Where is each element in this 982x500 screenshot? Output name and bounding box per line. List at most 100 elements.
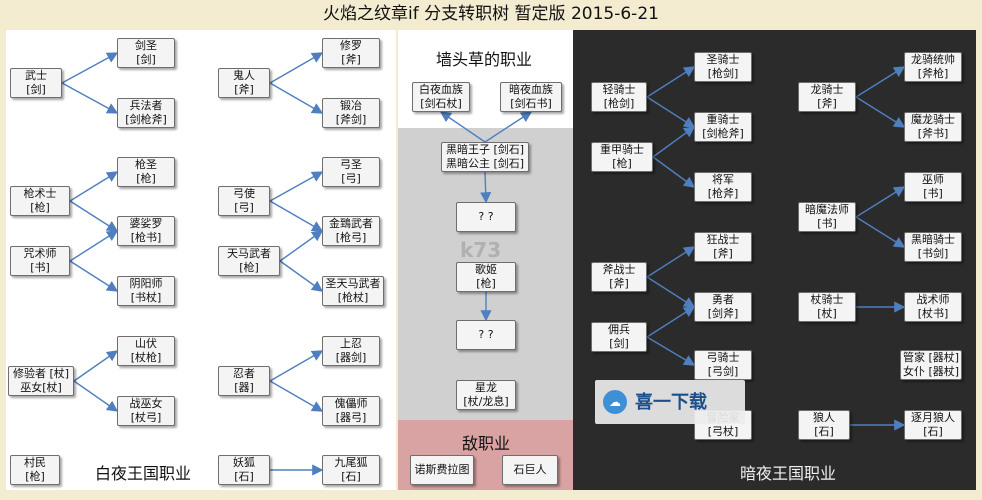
class-node-yarikenshi: 枪术士[枪] <box>10 186 70 216</box>
class-node-line: [剑] <box>26 83 46 96</box>
class-node-malig-knight: 魔龙骑士[斧书] <box>904 112 962 142</box>
class-node-line: [书] <box>817 217 837 230</box>
class-node-anya: 暗夜血族[剑石书] <box>500 82 562 112</box>
class-node-line: [书杖] <box>130 291 162 304</box>
class-edge <box>73 380 119 412</box>
class-edge <box>439 111 486 143</box>
class-edge <box>646 306 696 338</box>
class-node-berserker: 狂战士[斧] <box>694 232 752 262</box>
class-node-line: [枪斧] <box>707 187 739 200</box>
class-node-line: [弓剑] <box>707 365 739 378</box>
class-node-shura: 修罗[斧] <box>322 38 380 68</box>
class-node-line: 圣骑士 <box>706 53 740 66</box>
class-node-heavy-knight: 重甲骑士[枪] <box>591 142 653 172</box>
class-node-line: 剑圣 <box>135 39 157 52</box>
class-node-line: 圣天马武者 <box>325 277 381 290</box>
class-node-seitenma: 圣天马武者[枪杖] <box>322 276 384 306</box>
class-node-jonin: 上忍[器剑] <box>322 336 380 366</box>
class-node-kaji: 锻冶[斧剑] <box>322 98 380 128</box>
class-node-line: 忍者 <box>233 367 255 380</box>
class-node-line: [枪杖] <box>337 291 369 304</box>
enemy-label: 敌职业 <box>462 434 511 453</box>
class-node-unknown1: ? ? <box>456 202 516 232</box>
class-node-golem: 石巨人 <box>502 455 558 485</box>
class-node-line: [枪] <box>30 201 50 214</box>
class-node-line: [枪] <box>25 470 45 483</box>
class-node-utahime: 歌姬[枪] <box>456 262 516 292</box>
class-edge <box>73 350 119 382</box>
class-node-wolfssegner: 逐月狼人[石] <box>904 410 962 440</box>
class-node-line: 婆娑罗 <box>129 217 163 230</box>
class-node-line: 黑暗骑士 <box>911 233 955 246</box>
class-edge <box>69 260 119 292</box>
class-edge <box>269 171 324 202</box>
class-node-line: 锻冶 <box>340 99 362 112</box>
class-node-line: 黑暗王子 [剑石] <box>445 143 525 156</box>
class-node-line: 石巨人 <box>513 463 547 476</box>
wall-label: 墙头草的职业 <box>436 50 533 69</box>
class-node-dark-knight: 黑暗骑士[书剑] <box>904 232 962 262</box>
class-node-line: [书剑] <box>917 247 949 260</box>
class-node-senmiko: 战巫女[杖弓] <box>117 396 175 426</box>
class-edge <box>279 260 324 292</box>
class-node-dragon-master: 龙骑统帅[斧枪] <box>904 52 962 82</box>
class-node-line: 鬼人 <box>233 69 255 82</box>
class-node-line: 巫女[杖] <box>20 381 62 394</box>
class-node-line: 杖骑士 <box>810 293 844 306</box>
class-node-line: 魔龙骑士 <box>911 113 955 126</box>
class-node-line: 暗魔法师 <box>805 203 849 216</box>
class-node-line: 黑暗公主 [剑石] <box>445 157 525 170</box>
class-node-line: 佣兵 <box>608 323 630 336</box>
class-node-line: [杖书] <box>917 307 949 320</box>
class-node-line: 管家 [器杖] <box>902 351 960 364</box>
class-node-line: 修罗 <box>340 39 362 52</box>
class-node-kensei: 剑圣[剑] <box>117 38 175 68</box>
brand-watermark: ☁ 喜一下载 <box>595 380 745 424</box>
class-node-wolfskin: 狼人[石] <box>798 410 850 440</box>
class-node-line: 咒术师 <box>23 247 57 260</box>
class-node-dragon-knight: 龙骑士[斧] <box>798 82 856 112</box>
class-node-line: 龙骑统帅 <box>911 53 955 66</box>
class-node-line: [斧书] <box>917 127 949 140</box>
class-node-line: [石] <box>814 425 834 438</box>
class-node-prince: 黑暗王子 [剑石]黑暗公主 [剑石] <box>441 142 529 172</box>
class-node-strategist: 战术师[杖书] <box>904 292 962 322</box>
class-node-line: 战术师 <box>916 293 950 306</box>
class-node-line: 轻骑士 <box>602 83 636 96</box>
class-node-dark-mage: 暗魔法师[书] <box>798 202 856 232</box>
class-edge <box>646 96 696 128</box>
class-node-line: 星龙 <box>475 381 497 394</box>
class-node-line: [弓] <box>341 172 361 185</box>
class-node-line: 逐月狼人 <box>911 411 955 424</box>
class-node-sonmin: 村民[枪] <box>10 455 60 485</box>
class-node-tenma: 天马武者[枪] <box>218 246 280 276</box>
brand-watermark-text: 喜一下载 <box>635 392 707 413</box>
class-node-line: [石] <box>341 470 361 483</box>
class-node-line: 弓骑士 <box>706 351 740 364</box>
class-node-line: [剑] <box>136 53 156 66</box>
class-node-line: 斧战士 <box>602 263 636 276</box>
class-node-yamabushi: 山伏[杖枪] <box>117 336 175 366</box>
class-node-line: 兵法者 <box>129 99 163 112</box>
class-edge <box>69 171 119 202</box>
chart-title: 火焰之纹章if 分支转职树 暂定版 2015-6-21 <box>323 4 659 24</box>
class-node-line: [器] <box>234 381 254 394</box>
class-node-line: 巫师 <box>922 173 944 186</box>
class-node-line: [弓] <box>234 201 254 214</box>
class-edge <box>652 126 696 158</box>
class-node-line: 勇者 <box>712 293 734 306</box>
class-node-jujutsushi: 咒术师[书] <box>10 246 70 276</box>
class-edge <box>855 186 906 218</box>
class-node-mercenary: 佣兵[剑] <box>591 322 647 352</box>
class-edge <box>646 276 696 308</box>
class-node-line: [斧] <box>713 247 733 260</box>
class-node-line: 枪术士 <box>23 187 57 200</box>
class-node-line: [剑石书] <box>510 97 552 110</box>
class-node-light-knight: 轻骑士[枪剑] <box>591 82 647 112</box>
class-edge <box>279 230 324 262</box>
class-node-line: [斧] <box>234 83 254 96</box>
class-node-line: [斧] <box>341 53 361 66</box>
class-node-line: [书] <box>30 261 50 274</box>
class-node-line: 修验者 [杖] <box>12 367 70 380</box>
